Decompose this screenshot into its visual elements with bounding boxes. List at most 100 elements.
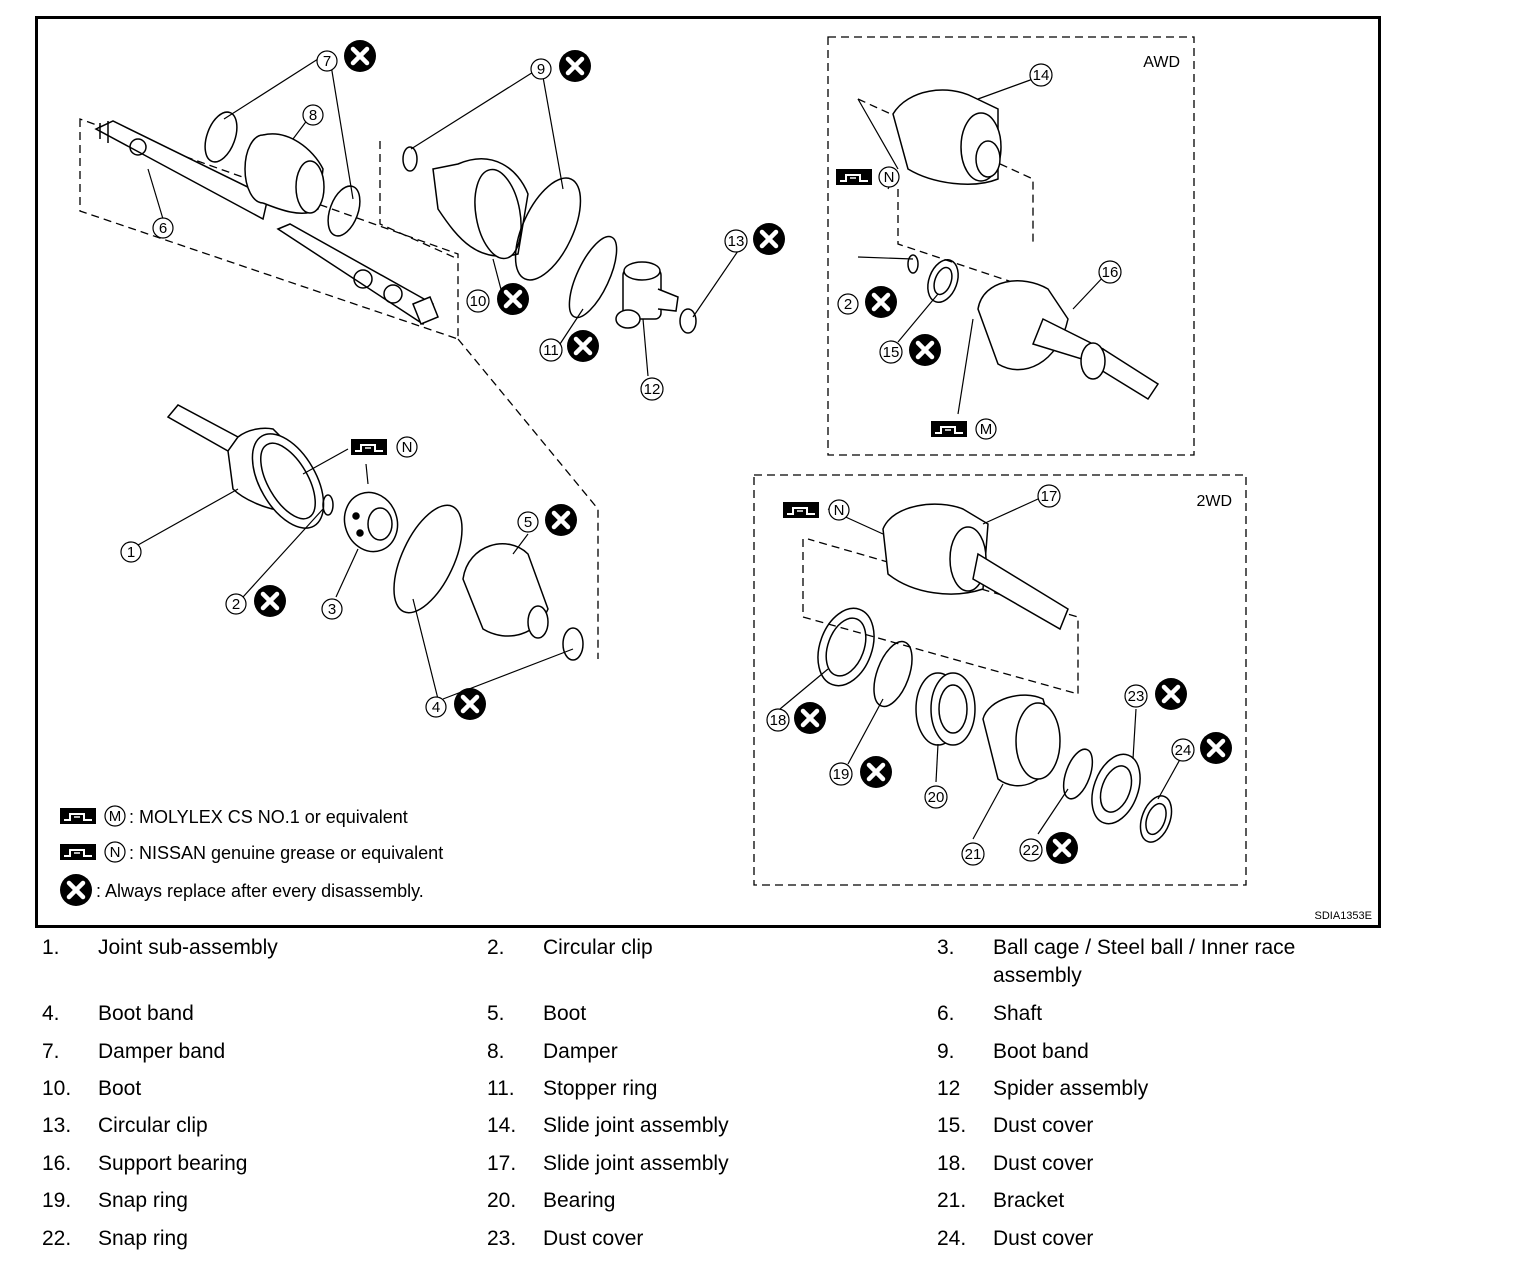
part-name: Snap ring	[98, 1227, 188, 1250]
grease-icon	[350, 438, 388, 456]
part-number: 10.	[42, 1077, 72, 1100]
x-mark-icon	[794, 702, 826, 734]
svg-text:18: 18	[770, 712, 787, 729]
grease-callout-m-awd: M	[930, 418, 997, 440]
callout-8: 8	[302, 104, 324, 126]
damper	[244, 133, 325, 214]
snap-ring-22	[1062, 748, 1094, 800]
svg-text:13: 13	[728, 233, 745, 250]
svg-text:: NISSAN genuine grease or equ: : NISSAN genuine grease or equivalent	[129, 843, 443, 863]
svg-text:2: 2	[232, 596, 240, 613]
part-name: Dust cover	[993, 1152, 1094, 1175]
boot-10	[402, 146, 529, 260]
callout-16: 16	[1098, 260, 1122, 284]
part-name: Circular clip	[98, 1114, 208, 1137]
x-mark-icon	[1200, 732, 1232, 764]
bracket-21	[982, 694, 1061, 787]
ball-cage	[343, 491, 399, 553]
legend-item-n: N : NISSAN genuine grease or equivalent	[59, 841, 443, 863]
x-mark-icon	[567, 330, 599, 362]
part-name: Damper	[543, 1040, 618, 1063]
x-mark-icon	[1155, 678, 1187, 710]
snap-ring-19	[873, 640, 913, 708]
part-name: Snap ring	[98, 1189, 188, 1212]
x-mark-icon	[497, 283, 529, 315]
part-name: Dust cover	[993, 1227, 1094, 1250]
callout-6: 6	[152, 217, 174, 239]
slide-joint-assembly-2wd	[882, 503, 1069, 631]
svg-text:5: 5	[524, 514, 532, 531]
part-name: Shaft	[993, 1002, 1043, 1025]
grease-callout-n-awd: N	[835, 166, 900, 188]
spider-assembly	[615, 261, 679, 329]
callout-17: 17	[1037, 484, 1061, 508]
part-name: Boot band	[993, 1040, 1089, 1063]
x-mark-icon	[1046, 832, 1078, 864]
callout-2: 2	[225, 593, 247, 615]
svg-text:8: 8	[309, 107, 317, 124]
legend: M : MOLYLEX CS NO.1 or equivalent N : NI…	[59, 805, 443, 906]
callout-7: 7	[316, 50, 338, 72]
part-name: Boot	[98, 1077, 142, 1100]
svg-text:: MOLYLEX CS NO.1 or equivalen: : MOLYLEX CS NO.1 or equivalent	[129, 807, 408, 827]
2wd-label: 2WD	[1196, 493, 1232, 510]
svg-text:19: 19	[833, 766, 850, 783]
callout-11: 11	[539, 338, 563, 362]
x-mark-icon	[254, 585, 286, 617]
x-mark-icon	[753, 223, 785, 255]
callout-13: 13	[724, 229, 748, 253]
callout-numbers: 1 2 3 4 5 6 7 8 9 10 11 12 13 14 2 15 16…	[120, 50, 1195, 866]
boot-band-4	[393, 504, 584, 661]
grease-callout-n-joint: N	[350, 436, 418, 458]
part-number: 2.	[487, 936, 505, 959]
part-name: Bracket	[993, 1189, 1065, 1212]
part-number: 15.	[937, 1114, 967, 1137]
callout-12: 12	[640, 377, 664, 401]
part-number: 21.	[937, 1189, 967, 1212]
legend-item-m: M : MOLYLEX CS NO.1 or equivalent	[59, 805, 408, 827]
part-name: Damper band	[98, 1040, 226, 1063]
svg-text:9: 9	[537, 61, 545, 78]
callout-20: 20	[924, 785, 948, 809]
part-number: 17.	[487, 1152, 517, 1175]
svg-text:4: 4	[432, 699, 440, 716]
svg-text:M: M	[980, 421, 993, 438]
boot-5	[462, 543, 549, 639]
callout-14: 14	[1029, 63, 1053, 87]
svg-text:: Always replace after every d: : Always replace after every disassembly…	[96, 881, 424, 901]
svg-text:N: N	[834, 502, 845, 519]
dashed-groups	[79, 36, 1247, 886]
svg-text:16: 16	[1102, 264, 1119, 281]
part-number: 20.	[487, 1189, 517, 1212]
part-number: 18.	[937, 1152, 967, 1175]
svg-text:N: N	[884, 169, 895, 186]
svg-text:6: 6	[159, 220, 167, 237]
dust-cover-15	[927, 259, 959, 303]
part-number: 19.	[42, 1189, 72, 1212]
damper-bands	[204, 111, 361, 237]
x-mark-icon	[60, 874, 92, 906]
dust-cover-18	[817, 607, 875, 687]
part-number: 13.	[42, 1114, 72, 1137]
x-mark-icon	[909, 334, 941, 366]
svg-text:20: 20	[928, 789, 945, 806]
dust-cover-23	[1091, 753, 1141, 825]
part-number: 3.	[937, 936, 955, 959]
callout-18: 18	[766, 708, 790, 732]
x-mark-icon	[344, 40, 376, 72]
grease-icon	[782, 501, 820, 519]
svg-text:15: 15	[883, 344, 900, 361]
part-name: Spider assembly	[993, 1077, 1149, 1100]
callout-24: 24	[1171, 738, 1195, 762]
x-mark-icon	[545, 504, 577, 536]
grease-icon	[930, 420, 968, 438]
callout-9: 9	[530, 58, 552, 80]
x-mark-icon	[559, 50, 591, 82]
circular-clip-awd	[907, 254, 919, 274]
callout-23: 23	[1124, 684, 1148, 708]
svg-text:22: 22	[1023, 842, 1040, 859]
part-name: Boot	[543, 1002, 587, 1025]
svg-text:2: 2	[844, 296, 852, 313]
grease-icon	[59, 807, 97, 825]
